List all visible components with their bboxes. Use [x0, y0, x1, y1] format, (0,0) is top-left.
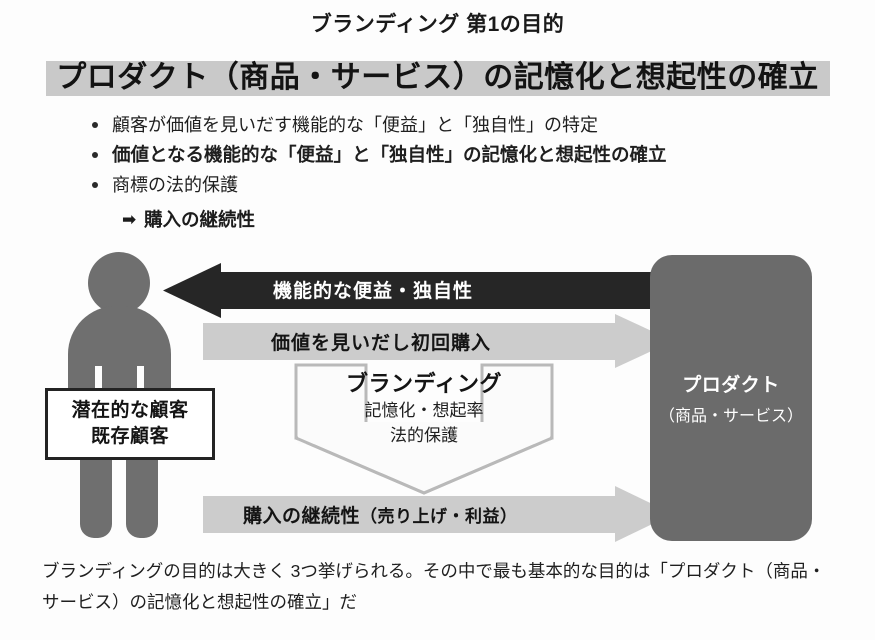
bullet-dot-icon [92, 122, 98, 128]
arrow-functional-benefit-label: 機能的な便益・独自性 [273, 281, 474, 302]
customer-label-line-1: 潜在的な顧客 [71, 400, 189, 421]
list-item-label: 商標の法的保護 [112, 175, 238, 195]
conclusion-line: ➡ 購入の継続性 [88, 206, 828, 234]
customer-figure: 潜在的な顧客 既存顧客 [0, 248, 250, 548]
branding-line-2: 記憶化・想起率 [364, 401, 484, 420]
list-item: 顧客が価値を見いだす機能的な「便益」と「独自性」の特定 [88, 110, 828, 140]
list-item: 価値となる機能的な「便益」と「独自性」の記憶化と想起性の確立 [88, 140, 828, 170]
branding-text-group: ブランディング 記憶化・想起率 法的保護 [293, 370, 555, 448]
product-label-line-2: （商品・サービス） [658, 408, 803, 425]
arrow-repeat-purchase: 購入の継続性（売り上げ・利益） [203, 486, 673, 542]
list-item-label: 価値となる機能的な「便益」と「独自性」の記憶化と想起性の確立 [112, 144, 667, 165]
arrow-head-left-icon [163, 263, 221, 318]
conclusion-label: 購入の継続性 [144, 209, 256, 230]
list-item-label: 顧客が価値を見いだす機能的な「便益」と「独自性」の特定 [112, 115, 598, 135]
page-title: プロダクト（商品・サービス）の記憶化と想起性の確立 [56, 61, 819, 94]
product-box: プロダクト （商品・サービス） [650, 255, 812, 541]
branding-title: ブランディング [346, 371, 502, 396]
down-arrow-shape-icon [294, 363, 554, 495]
customer-label-box: 潜在的な顧客 既存顧客 [45, 388, 215, 460]
arrow-first-purchase-label: 価値を見いだし初回購入 [271, 333, 492, 354]
product-label-line-1: プロダクト [682, 375, 780, 396]
branding-line-3: 法的保護 [390, 426, 458, 445]
person-head-icon [88, 252, 150, 314]
page-eyebrow-title: ブランディング 第1の目的 [310, 13, 565, 36]
list-item: 商標の法的保護 [88, 170, 828, 200]
bullet-dot-icon [92, 182, 98, 188]
arrow-bar [203, 496, 617, 533]
arrow-bar [203, 323, 617, 360]
figure-caption: ブランディングの目的は大きく 3つ挙げられる。その中で最も基本的な目的は「プロダ… [42, 561, 826, 612]
bullet-dot-icon [92, 152, 98, 158]
bullet-list: 顧客が価値を見いだす機能的な「便益」と「独自性」の特定 価値となる機能的な「便益… [88, 110, 828, 234]
right-arrow-icon: ➡ [122, 210, 137, 229]
customer-label-line-2: 既存顧客 [90, 426, 169, 447]
arrow-bar [218, 272, 675, 309]
arrow-functional-benefit: 機能的な便益・独自性 [163, 263, 675, 318]
arrow-repeat-purchase-main: 購入の継続性 [243, 506, 361, 527]
flow-diagram: 潜在的な顧客 既存顧客 機能的な便益・独自性 価値を見いだし初回購入 [0, 248, 875, 548]
arrow-first-purchase: 価値を見いだし初回購入 [203, 314, 673, 368]
title-highlight-band [46, 61, 830, 96]
arrow-repeat-purchase-sub: （売り上げ・利益） [360, 507, 518, 526]
arrow-repeat-purchase-label: 購入の継続性（売り上げ・利益） [243, 501, 663, 528]
arrow-branding-down: ブランディング 記憶化・想起率 法的保護 [293, 362, 555, 496]
